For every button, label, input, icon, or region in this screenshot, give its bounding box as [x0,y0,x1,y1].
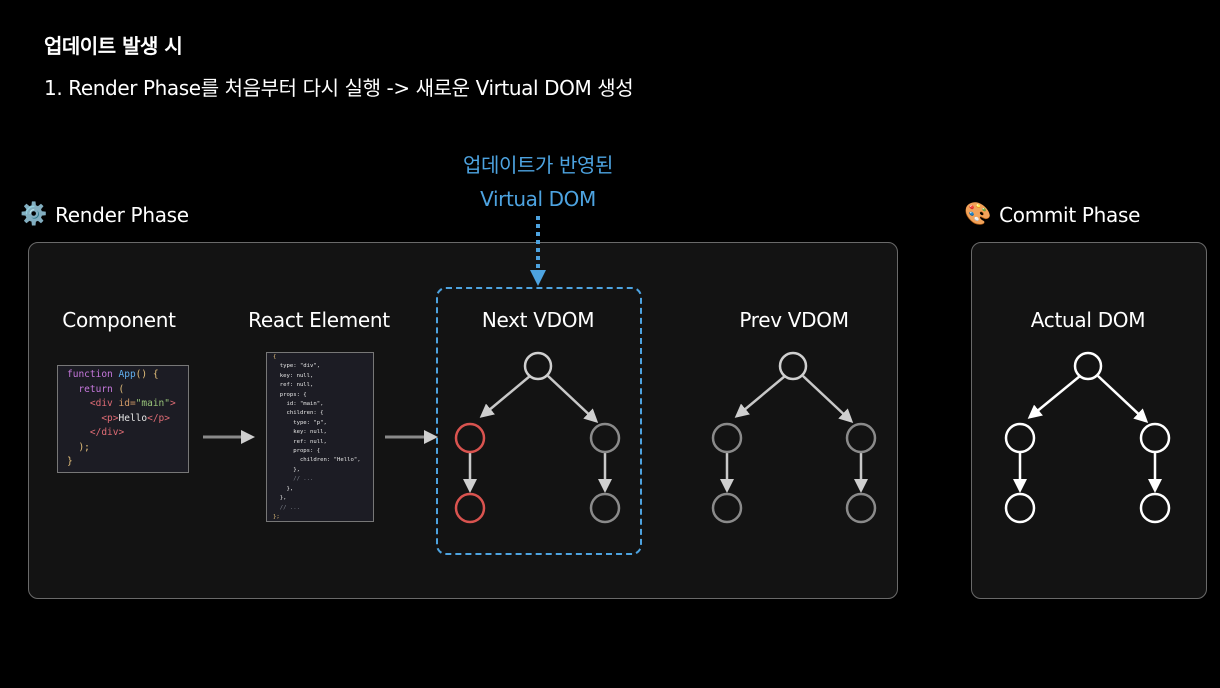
code-token: <p> [101,412,119,424]
react-element-code-snippet: { type: "div", key: null, ref: null, pro… [266,352,374,522]
code-line: }, [273,495,287,502]
code-token: "main" [135,398,170,409]
render-phase-title: ⚙️ Render Phase [20,202,189,227]
tree-node [523,351,553,381]
code-token: ( [112,383,125,395]
code-line: type: "p", [273,419,327,426]
tree-node [1139,492,1171,524]
code-token: <div [89,398,119,409]
code-token: </div> [89,427,125,438]
tree-node [845,492,877,524]
code-line: }; [273,513,280,520]
updated-vdom-annotation: 업데이트가 반영된 Virtual DOM [420,148,656,216]
tree-node-changed [454,422,486,454]
prev-vdom-column-title: Prev VDOM [739,308,849,332]
gear-icon: ⚙️ [20,202,48,227]
component-column-title: Component [62,308,176,332]
page-heading: 업데이트 발생 시 [44,34,183,58]
code-line: children: "Hello", [273,457,361,464]
commit-phase-title: 🎨 Commit Phase [964,202,1140,227]
code-line: props: { [273,448,321,455]
code-token: ); [78,441,90,453]
code-line: }, [273,466,300,473]
code-token: () { [135,369,159,380]
code-token: } [67,456,73,467]
tree-node [711,492,743,524]
tree-node-changed [454,492,486,524]
code-line: id: "main", [273,401,324,408]
code-line: key: null, [273,372,314,379]
code-token: return [78,383,113,395]
code-token: Hello [118,412,148,424]
tree-node [1073,351,1103,381]
code-line: type: "div", [273,363,321,370]
commit-phase-label: Commit Phase [999,202,1141,227]
code-token: </p> [147,412,170,424]
code-line: }, [273,485,294,492]
code-token: App [118,369,136,380]
code-line: key: null, [273,429,327,436]
tree-node [589,422,621,454]
code-line: props: { [273,391,307,398]
actual-dom-tree [1004,351,1171,524]
code-token: function [67,369,113,380]
code-line: ref: null, [273,382,314,389]
palette-icon: 🎨 [964,202,992,227]
code-line: // ... [273,504,300,511]
next-vdom-highlight-box [436,287,642,555]
code-line: ref: null, [273,438,327,445]
render-phase-label: Render Phase [55,202,189,227]
code-line: // ... [273,476,314,483]
code-line: children: { [273,410,324,417]
tree-node [589,492,621,524]
commit-phase-panel [971,242,1207,599]
prev-vdom-tree [711,351,877,524]
code-line: { [273,354,277,360]
page-subtitle: 1. Render Phase를 처음부터 다시 실행 -> 새로운 Virtu… [44,76,634,100]
react-element-column-title: React Element [248,308,390,332]
next-vdom-column-title: Next VDOM [481,308,595,332]
tree-node [778,351,808,381]
code-token: > [170,398,176,409]
annotation-line-2: Virtual DOM [480,187,596,211]
component-code-snippet: function App() { return ( <div id="main"… [57,365,189,473]
tree-node [1004,492,1036,524]
next-vdom-tree [454,351,621,524]
annotation-line-1: 업데이트가 반영된 [463,153,613,177]
tree-node [711,422,743,454]
tree-node [1139,422,1171,454]
code-token: id= [118,398,136,409]
tree-node [845,422,877,454]
actual-dom-column-title: Actual DOM [1030,308,1146,332]
tree-node [1004,422,1036,454]
